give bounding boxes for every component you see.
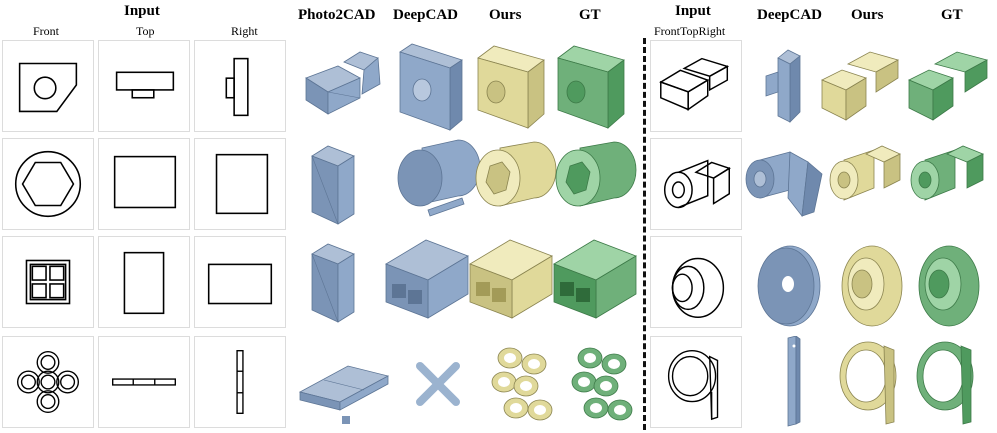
input-front-view [2,138,94,230]
input-combined-view [650,40,742,132]
deepcad-result [384,236,476,328]
input-right-view [194,40,286,132]
input-top-view [98,40,190,132]
input-right-view [194,236,286,328]
deepcad-result [748,40,840,132]
gt-result [552,236,644,328]
ours-result [828,336,920,428]
gt-result [905,40,997,132]
photo2cad-result [298,336,390,428]
ours-result [468,236,560,328]
photo2cad-result [298,138,390,230]
deepcad-result [392,138,484,230]
ours-result [472,138,564,230]
input-front-view [2,336,94,428]
ours-result [472,40,564,132]
gt-result [905,138,997,230]
input-front-view [2,236,94,328]
input-front-view [2,40,94,132]
gt-result [905,236,997,328]
section-divider [643,38,646,430]
input-top-view [98,138,190,230]
photo2cad-result [298,40,390,132]
deepcad-result [742,138,834,230]
header-gt-left: GT [579,7,601,23]
header-photo2cad: Photo2CAD [298,7,376,23]
ours-result [476,336,568,428]
input-top-view [98,236,190,328]
photo2cad-result [298,236,390,328]
ours-result [824,138,916,230]
ours-result [828,236,920,328]
deepcad-result [392,40,484,132]
header-input-right: Input [675,3,711,19]
gt-result [556,336,648,428]
ours-result [818,40,910,132]
header-ours-left: Ours [489,7,522,23]
deepcad-failure-cross [392,336,484,428]
header-input-left: Input [124,3,160,19]
header-gt-right: GT [941,7,963,23]
input-combined-view [650,336,742,428]
input-combined-view [650,236,742,328]
input-combined-view [650,138,742,230]
header-ours-right: Ours [851,7,884,23]
gt-result [552,138,644,230]
subheader-fronttopright: FrontTopRight [654,24,726,38]
subheader-front: Front [33,24,60,38]
input-right-view [194,138,286,230]
subheader-top: Top [136,24,155,38]
header-deepcad-right: DeepCAD [757,7,822,23]
deepcad-result [748,236,840,328]
subheader-right: Right [231,24,258,38]
gt-result [905,336,997,428]
deepcad-result [748,336,840,428]
gt-result [552,40,644,132]
input-top-view [98,336,190,428]
header-deepcad-left: DeepCAD [393,7,458,23]
input-right-view [194,336,286,428]
